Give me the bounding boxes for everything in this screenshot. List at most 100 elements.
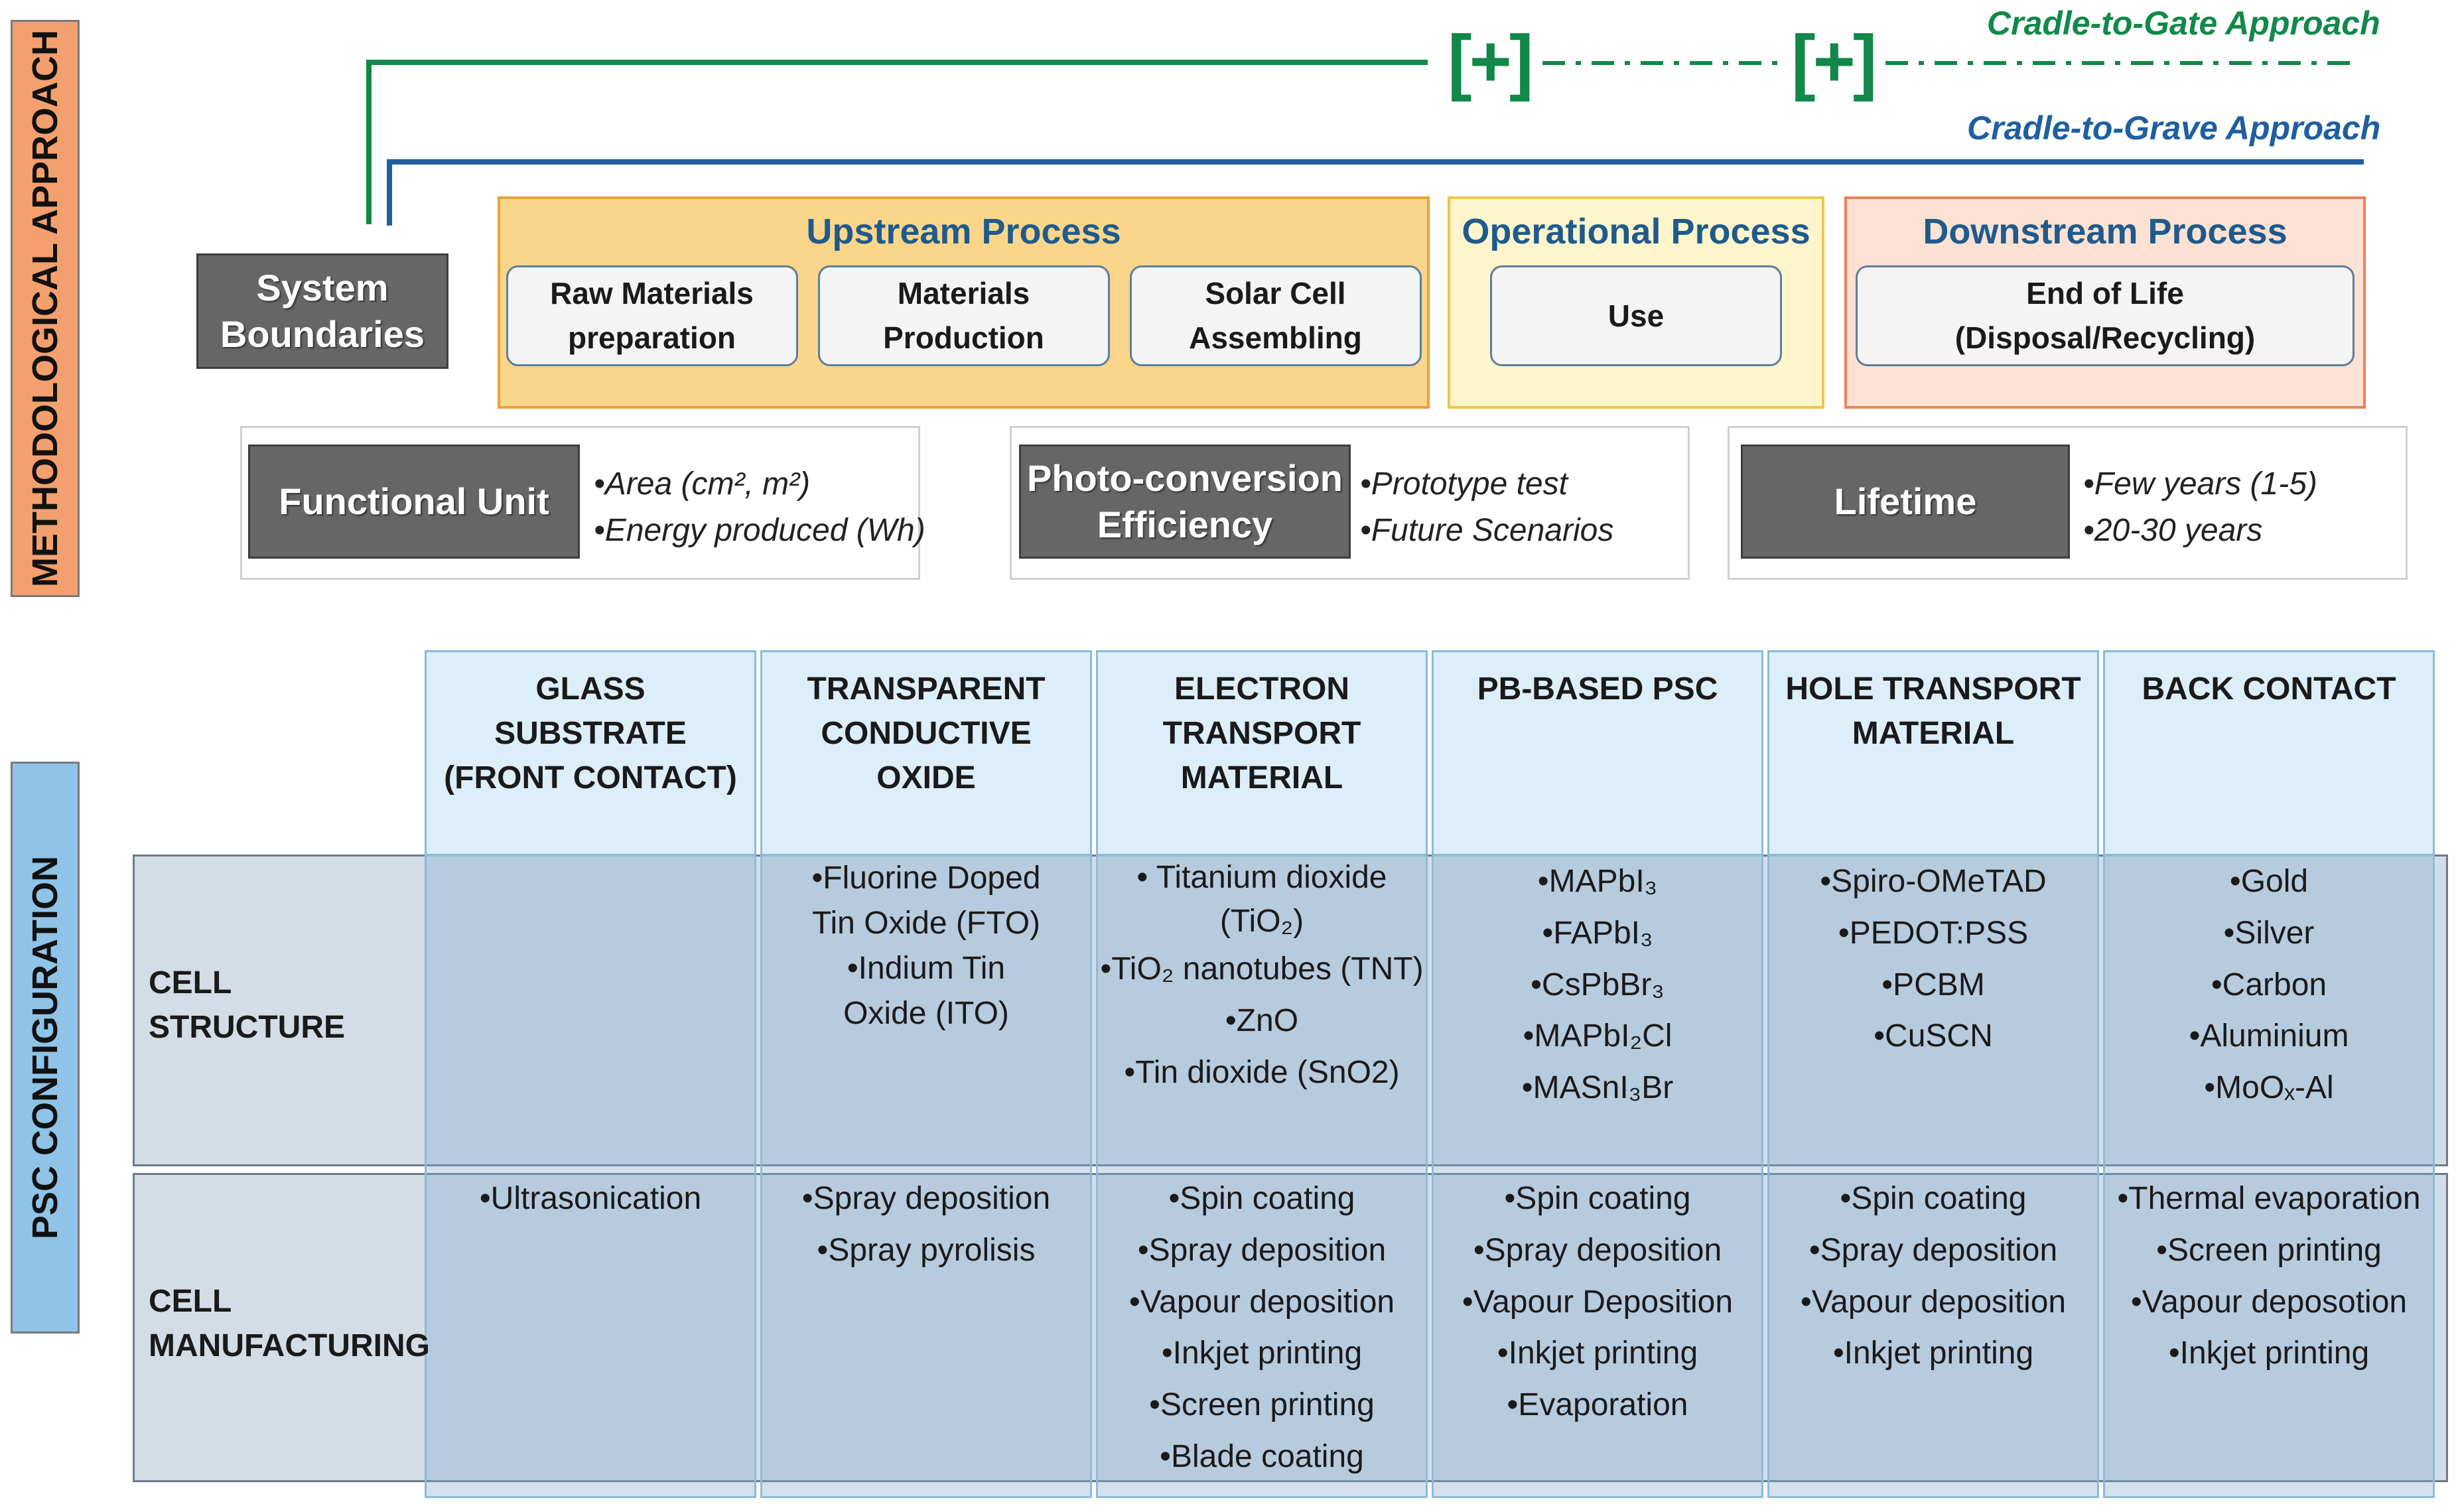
column-header-back-contact: BACK CONTACT (2103, 650, 2435, 856)
cell-manufacturing-etm: •Spin coating •Spray deposition •Vapour … (1096, 1173, 1428, 1483)
cell-structure-back-contact: •Gold •Silver •Carbon •Aluminium •MoOₓ-A… (2103, 856, 2435, 1114)
step-materials-production-line2: Production (883, 320, 1044, 355)
downstream-process-title: Downstream Process (1923, 212, 2287, 251)
lifetime-box: Lifetime (1741, 445, 2070, 559)
material-item: Tin Oxide (FTO) (811, 906, 1041, 941)
method-item: •Spin coating (1168, 1181, 1355, 1216)
operational-process-box: Operational Process Use (1448, 196, 1824, 409)
cell-structure-pb-psc: •MAPbI₃ •FAPbI₃ •CsPbBr₃ •MAPbI₂Cl •MASn… (1432, 856, 1763, 1114)
efficiency-items: •Prototype test •Future Scenarios (1360, 461, 1613, 553)
functional-unit-box: Functional Unit (248, 445, 580, 559)
material-item: •ZnO (1225, 1003, 1299, 1039)
material-item: •Spiro-OMeTAD (1820, 864, 2047, 899)
column-header-line: MATERIAL (1852, 716, 2015, 752)
material-item: •Carbon (2211, 967, 2327, 1002)
cell-manufacturing-htm: •Spin coating •Spray deposition •Vapour … (1767, 1173, 2099, 1379)
cradle-to-grave-line-vertical (387, 159, 392, 226)
cradle-to-grave-title: Cradle-to-Grave Approach (1967, 109, 2381, 147)
material-item: •CuSCN (1874, 1018, 1993, 1054)
column-header-line: BACK CONTACT (2142, 671, 2396, 707)
psc-configuration-label: PSC CONFIGURATION (11, 762, 80, 1334)
column-header-glass-substrate: GLASS SUBSTRATE (FRONT CONTACT) (425, 650, 756, 856)
material-item: •Indium Tin (847, 951, 1006, 987)
column-header-line: TRANSPORT (1162, 716, 1361, 752)
method-item: •Vapour deposition (1800, 1284, 2067, 1320)
method-item: •Spray deposition (1809, 1232, 2058, 1268)
method-item: •Inkjet printing (1832, 1336, 2034, 1371)
cradle-to-gate-line-vertical (366, 60, 372, 224)
material-item: •Aluminium (2189, 1018, 2349, 1054)
row-header-line: CELL (149, 965, 232, 1000)
cell-structure-tco: •Fluorine Doped Tin Oxide (FTO) •Indium … (760, 856, 1092, 1037)
column-header-line: (FRONT CONTACT) (444, 760, 737, 796)
material-item: •TiO₂ nanotubes (TNT) (1100, 951, 1424, 987)
cell-manufacturing-tco: •Spray deposition •Spray pyrolisis (760, 1173, 1092, 1276)
cradle-to-gate-title: Cradle-to-Gate Approach (1987, 5, 2380, 42)
column-header-pb-psc: PB-BASED PSC (1432, 650, 1763, 856)
method-item: •Blade coating (1160, 1438, 1364, 1474)
row-header-line: STRUCTURE (149, 1010, 345, 1046)
cell-manufacturing-back-contact: •Thermal evaporation •Screen printing •V… (2103, 1173, 2435, 1379)
efficiency-item: •Prototype test (1360, 466, 1568, 502)
cradle-to-gate-line-horizontal (366, 60, 1428, 65)
material-item: • Titanium dioxide (1136, 860, 1387, 895)
step-raw-materials-line2: preparation (567, 320, 736, 355)
method-item: •Inkjet printing (1161, 1336, 1363, 1371)
efficiency-label-line2: Efficiency (1097, 504, 1273, 545)
column-header-line: SUBSTRATE (494, 716, 687, 752)
functional-unit-items: •Area (cm², m²) •Energy produced (Wh) (594, 461, 925, 553)
method-item: •Spin coating (1840, 1181, 2027, 1216)
cradle-to-gate-dashed-segment-2 (1885, 61, 2356, 65)
operational-process-title: Operational Process (1462, 212, 1810, 251)
column-header-line: GLASS (535, 671, 646, 707)
methodological-approach-label: METHODOLOGICAL APPROACH (11, 20, 80, 597)
method-item: •Vapour deposition (1128, 1284, 1395, 1320)
material-item: •Gold (2229, 864, 2309, 899)
efficiency-label-line1: Photo-conversion (1026, 457, 1343, 499)
column-body-pb-psc (1432, 855, 1763, 1498)
lifetime-item: •Few years (1-5) (2083, 466, 2317, 502)
column-header-line: TRANSPARENT (807, 671, 1046, 707)
step-raw-materials-line1: Raw Materials (550, 276, 754, 311)
column-body-htm (1767, 855, 2099, 1498)
row-header-line: MANUFACTURING (149, 1328, 430, 1364)
plus-marker-2: [+] (1791, 21, 1877, 102)
method-item: •Inkjet printing (2168, 1336, 2370, 1371)
column-header-line: MATERIAL (1180, 760, 1343, 796)
method-item: •Spin coating (1504, 1181, 1691, 1216)
column-header-line: ELECTRON (1174, 671, 1349, 707)
cradle-to-gate-dashed-segment-1 (1542, 61, 1781, 65)
cell-manufacturing-glass: •Ultrasonication (425, 1173, 756, 1225)
step-use: Use (1490, 265, 1782, 366)
row-header-cell-structure: CELL STRUCTURE (149, 961, 345, 1050)
material-item: •MASnI₃Br (1521, 1070, 1674, 1105)
downstream-process-box: Downstream Process End of Life(Disposal/… (1844, 196, 2366, 409)
column-header-line: OXIDE (876, 760, 976, 796)
lifetime-item: •20-30 years (2083, 512, 2263, 548)
methodological-approach-text: METHODOLOGICAL APPROACH (25, 29, 66, 588)
row-header-line: CELL (149, 1284, 232, 1319)
material-item: •MAPbI₃ (1537, 864, 1658, 899)
step-raw-materials-preparation: Raw Materials preparation (506, 265, 798, 366)
method-item: •Spray deposition (1137, 1232, 1387, 1268)
method-item: •Spray deposition (1473, 1232, 1722, 1268)
method-item: •Vapour Deposition (1462, 1284, 1734, 1320)
functional-unit-item: •Area (cm², m²) (594, 466, 811, 502)
method-item: •Vapour deposotion (2130, 1284, 2408, 1320)
material-item: •Fluorine Doped (811, 860, 1041, 896)
material-item: •CsPbBr₃ (1531, 967, 1665, 1002)
method-item: •Thermal evaporation (2117, 1181, 2421, 1216)
cradle-to-grave-line-horizontal (387, 159, 2364, 165)
step-end-of-life-line1: End of Life (2026, 276, 2184, 311)
method-item: •Spray deposition (801, 1181, 1051, 1216)
column-header-line: PB-BASED PSC (1477, 671, 1718, 707)
column-header-line: HOLE TRANSPORT (1785, 671, 2081, 707)
material-item: Oxide (ITO) (843, 996, 1009, 1032)
column-header-htm: HOLE TRANSPORT MATERIAL (1767, 650, 2099, 856)
system-boundaries-line1: System (256, 267, 389, 309)
method-item: •Spray pyrolisis (817, 1232, 1036, 1268)
